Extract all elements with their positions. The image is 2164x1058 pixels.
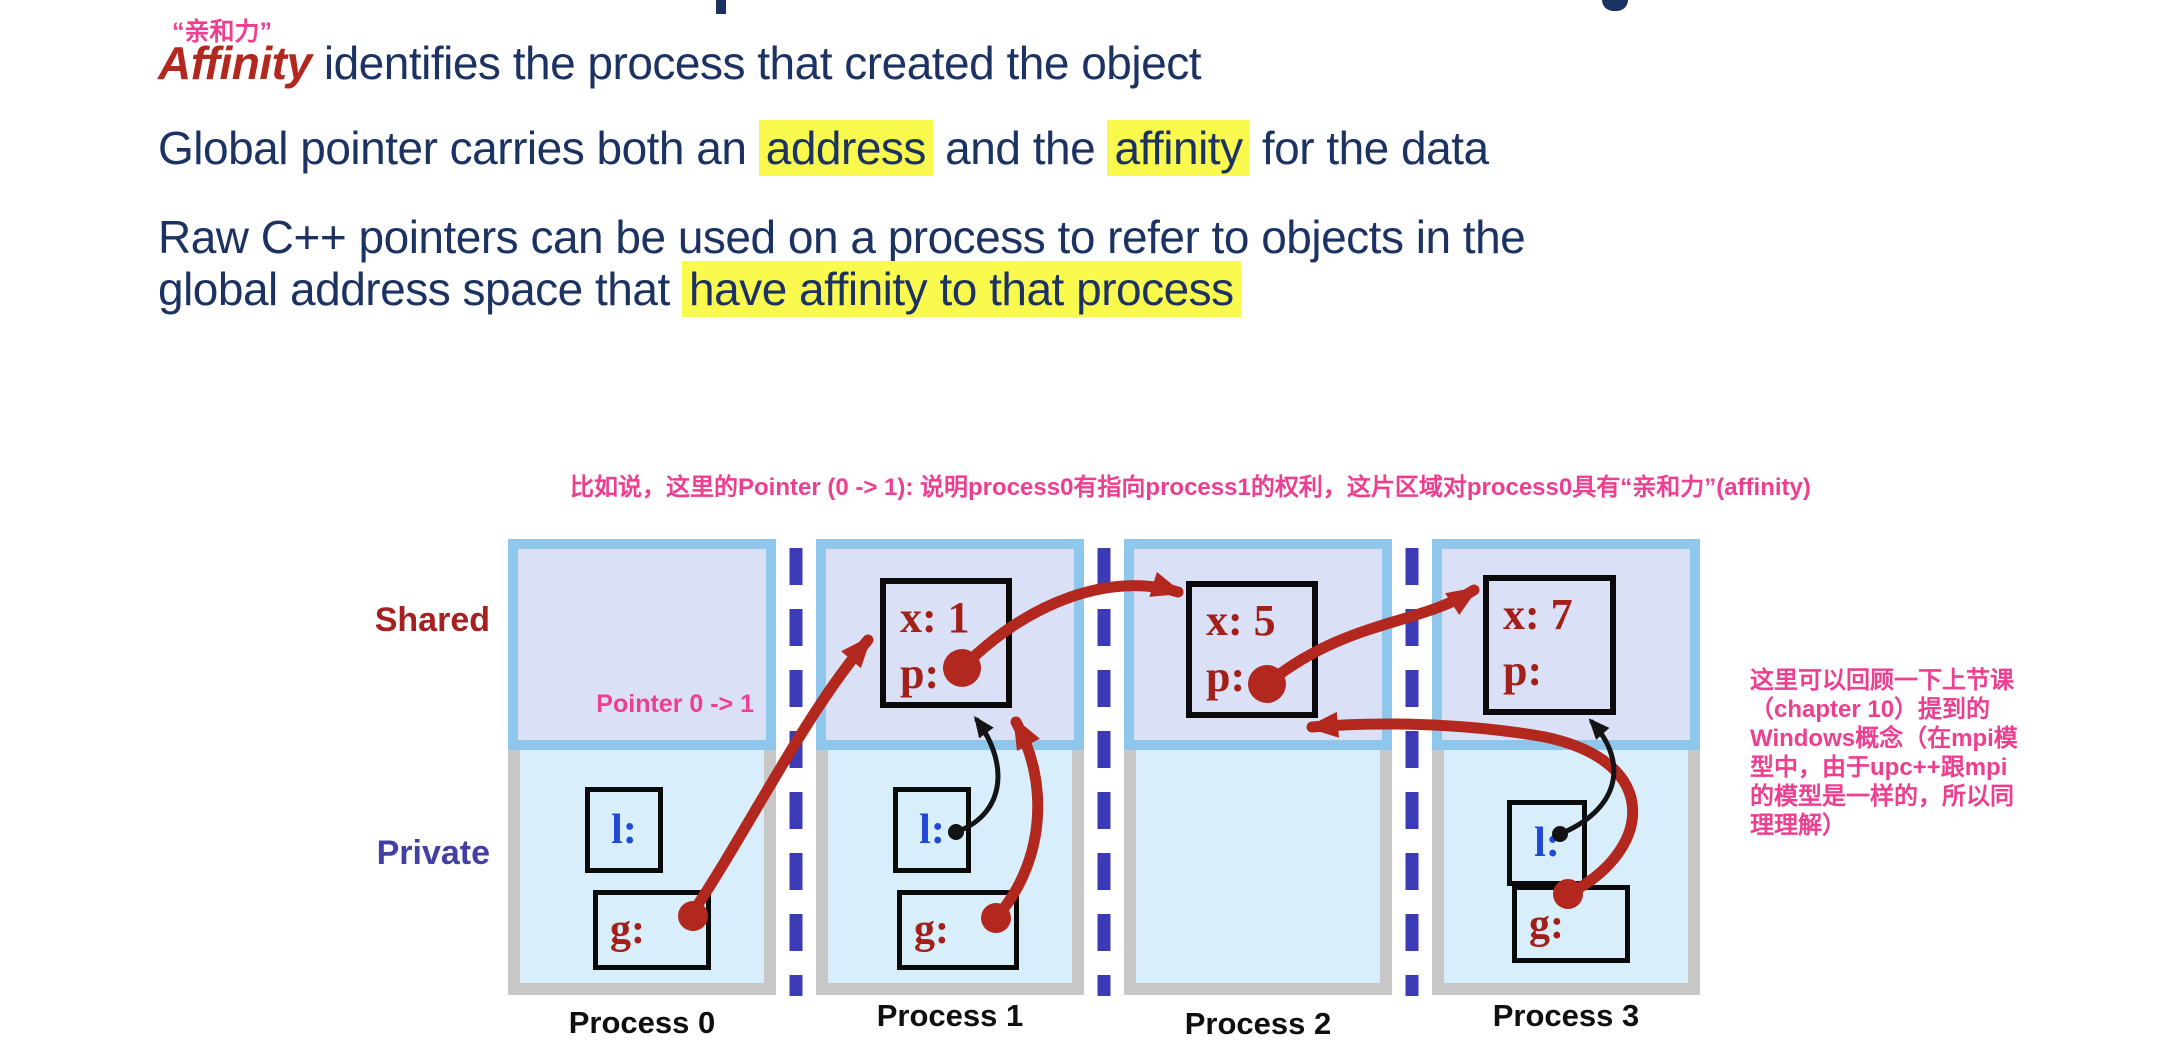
process-2-private-region xyxy=(1136,750,1380,983)
shared-row-label: Shared xyxy=(374,601,490,639)
process-1-label: Process 1 xyxy=(876,998,1024,1033)
process-1-x-value: x: 1 xyxy=(900,593,970,642)
para2-pre: Global pointer carries both an xyxy=(158,122,759,174)
highlight-have-affinity: have affinity to that process xyxy=(682,261,1241,317)
process-2-label: Process 2 xyxy=(1184,1006,1332,1041)
process-0-column xyxy=(508,539,776,995)
process-3-column xyxy=(1432,539,1700,995)
para2-mid: and the xyxy=(932,122,1108,174)
para2-post: for the data xyxy=(1249,122,1489,174)
paragraph-affinity: Affinity identifies the process that cre… xyxy=(158,36,1201,90)
process-1-local-pointer-box: l: xyxy=(893,787,971,873)
process-3-shared-object-box: x: 7 p: xyxy=(1483,575,1616,715)
title-descender-fragment xyxy=(1602,0,1628,11)
paragraph-raw-pointers: Raw C++ pointers can be used on a proces… xyxy=(158,211,1978,317)
process-2-shared-object-box: x: 5 p: xyxy=(1186,581,1318,718)
process-1-global-pointer-box: g: xyxy=(897,890,1019,970)
process-3-global-pointer-box: g: xyxy=(1512,885,1630,963)
affinity-chinese-annotation: “亲和力” xyxy=(172,18,273,46)
process-3-p-field: p: xyxy=(1503,646,1543,695)
mpi-windows-side-note: 这里可以回顾一下上节课 （chapter 10）提到的 Windows概念（在m… xyxy=(1750,667,2018,839)
affinity-term: Affinity xyxy=(158,37,312,89)
pointer-0-to-1-label: Pointer 0 -> 1 xyxy=(596,690,754,718)
process-3-local-pointer-box: l: xyxy=(1507,800,1587,886)
paragraph-global-pointer: Global pointer carries both an address a… xyxy=(158,120,1489,176)
process-1-p-field: p: xyxy=(900,649,940,698)
process-2-p-field: p: xyxy=(1206,652,1246,701)
process-3-x-value: x: 7 xyxy=(1503,590,1573,639)
process-2-x-value: x: 5 xyxy=(1206,596,1276,645)
title-descender-fragment xyxy=(716,0,726,14)
process-0-local-pointer-box: l: xyxy=(585,787,663,873)
process-0-global-pointer-box: g: xyxy=(593,890,711,970)
process-1-shared-object-box: x: 1 p: xyxy=(880,578,1012,708)
highlight-affinity: affinity xyxy=(1107,120,1250,176)
paragraph-affinity-rest: identifies the process that created the … xyxy=(311,37,1202,89)
para3-pre: Raw C++ pointers can be used on a proces… xyxy=(158,211,1526,315)
process-0-label: Process 0 xyxy=(568,1005,716,1040)
pointer-explanation-note: 比如说，这里的Pointer (0 -> 1): 说明process0有指向pr… xyxy=(570,474,1811,501)
highlight-address: address xyxy=(758,120,933,176)
process-3-label: Process 3 xyxy=(1492,998,1640,1033)
private-row-label: Private xyxy=(376,834,490,872)
